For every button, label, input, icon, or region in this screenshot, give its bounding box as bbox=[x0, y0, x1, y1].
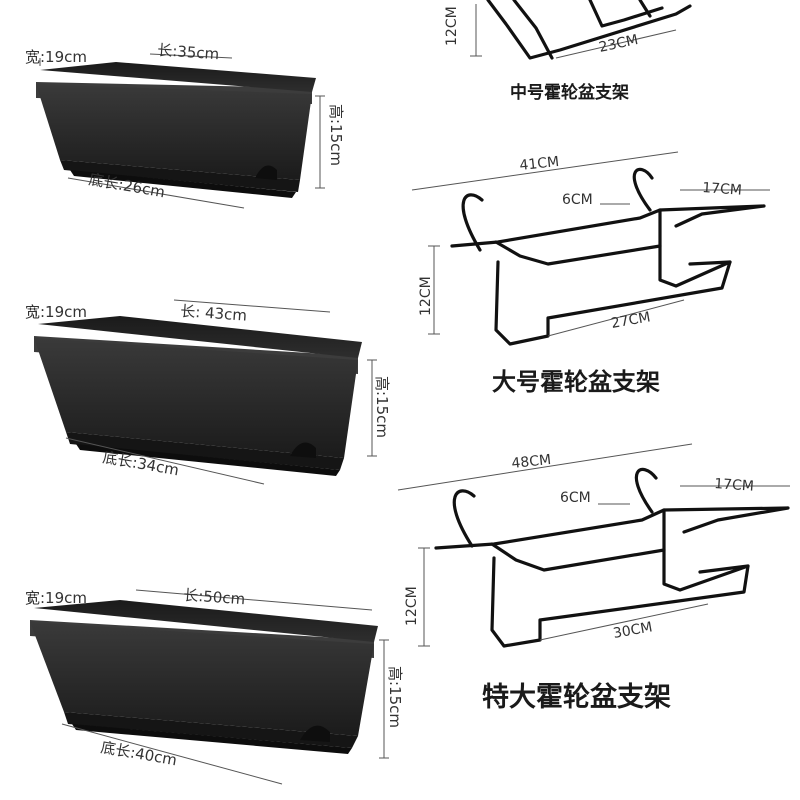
bracket-bottom-label: 27CM bbox=[610, 309, 652, 332]
bracket-hook-label: 6CM bbox=[562, 192, 593, 208]
planter-height-label: 高:15cm bbox=[386, 666, 404, 728]
bracket-top-label: 41CM bbox=[519, 154, 560, 174]
bracket-height-label: 12CM bbox=[418, 276, 434, 316]
bracket-caption: 特大霍轮盆支架 bbox=[482, 681, 671, 713]
bracket-caption: 中号霍轮盆支架 bbox=[510, 82, 629, 103]
bracket-extra-large: 48CM 6CM 17CM 12CM 30CM 特大霍轮盆支架 bbox=[397, 443, 790, 713]
planter-base-label: 底长:40cm bbox=[99, 738, 178, 769]
planter-medium: 宽:19cm 长:35cm 高:15cm 底长:26cm bbox=[25, 41, 345, 209]
planter-large: 宽:19cm 长: 43cm 高:15cm 底长:34cm bbox=[25, 299, 391, 485]
planter-height-label: 高:15cm bbox=[327, 104, 345, 166]
bracket-caption: 大号霍轮盆支架 bbox=[492, 368, 660, 396]
planter-length-label: 长: 43cm bbox=[180, 302, 248, 325]
planter-box bbox=[36, 62, 316, 198]
bracket-medium: 12CM 23CM 中号霍轮盆支架 bbox=[444, 0, 692, 103]
bracket-depth-label: 17CM bbox=[702, 180, 743, 199]
bracket-bottom-label: 30CM bbox=[612, 619, 654, 642]
planter-box bbox=[30, 600, 378, 754]
bracket-large: 41CM 6CM 17CM 12CM 27CM 大号霍轮盆支架 bbox=[411, 151, 770, 396]
bracket-depth-label: 17CM bbox=[714, 476, 755, 495]
bracket-height-label: 12CM bbox=[444, 6, 460, 46]
planter-length-label: 长:35cm bbox=[157, 41, 220, 63]
bracket-hook-label: 6CM bbox=[560, 490, 591, 506]
planter-height-label: 高:15cm bbox=[373, 376, 391, 438]
bracket-height-label: 12CM bbox=[404, 586, 420, 626]
bracket-top-label: 48CM bbox=[511, 452, 552, 472]
bracket-frame bbox=[434, 467, 790, 648]
bracket-frame bbox=[486, 0, 692, 60]
planter-box bbox=[34, 316, 362, 476]
planter-width-label: 宽:19cm bbox=[25, 48, 87, 66]
planter-extra-large: 宽:19cm 长:50cm 高:15cm 底长:40cm bbox=[25, 586, 404, 785]
planter-length-label: 长:50cm bbox=[183, 586, 246, 608]
planter-width-label: 宽:19cm bbox=[25, 589, 87, 607]
bracket-frame bbox=[450, 167, 766, 346]
planter-width-label: 宽:19cm bbox=[25, 303, 87, 321]
